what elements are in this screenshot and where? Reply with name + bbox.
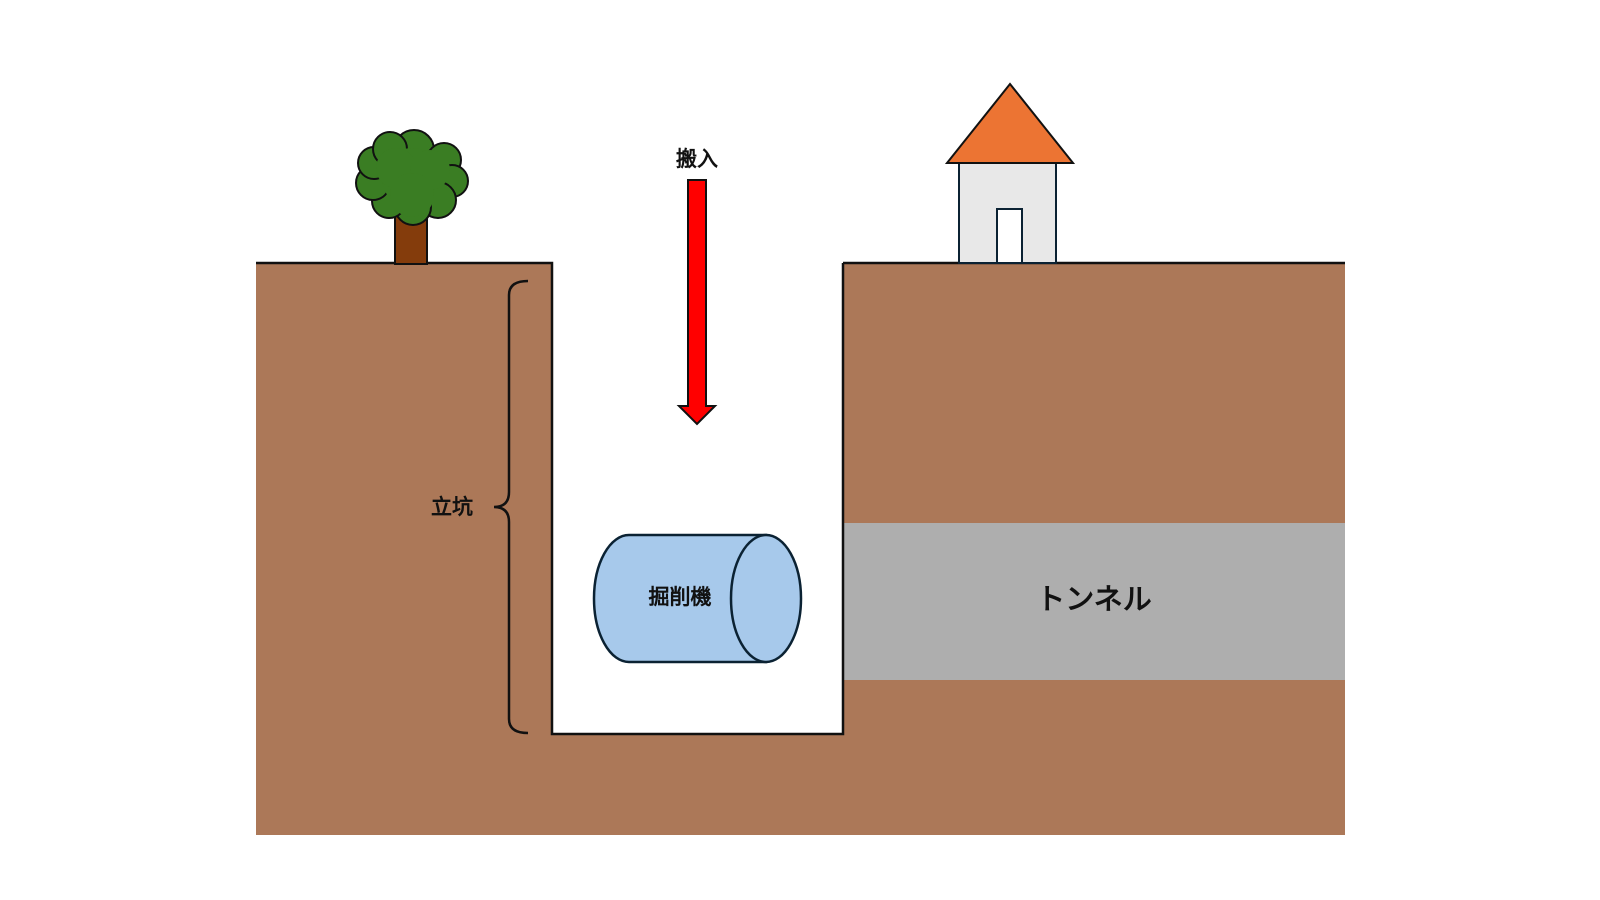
cylinder-icon [592,533,803,664]
arrow-label: 搬入 [676,147,718,171]
down-arrow-icon [676,179,718,426]
machine-body [592,533,768,664]
ground-surface-left [256,261,845,736]
soil-bottom [256,734,1345,835]
tree-icon [355,129,469,265]
machine-front-face [729,533,803,664]
shaft-label: 立坑 [431,495,473,519]
house-door [996,208,1023,264]
tunnel-label: トンネル [1036,582,1151,616]
house-icon [944,82,1076,264]
curly-brace-icon [493,279,529,735]
house-roof [944,82,1076,164]
tunnel-band [843,523,1345,680]
machine-label: 掘削機 [649,585,712,609]
